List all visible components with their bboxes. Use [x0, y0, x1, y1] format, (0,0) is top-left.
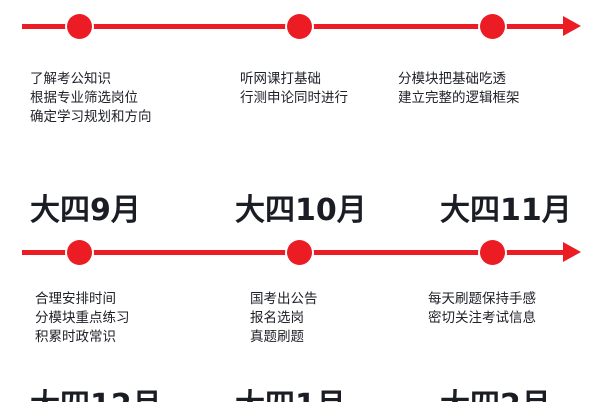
caption-line: 积累时政常识: [35, 329, 116, 345]
caption-line: 确定学习规划和方向: [30, 109, 152, 125]
timeline-node-dot: [480, 14, 505, 39]
period-heading: 大四1月: [235, 386, 346, 402]
timeline-node-dot: [287, 240, 312, 265]
period-heading: 大四10月: [235, 193, 367, 228]
caption-block: 合理安排时间 分模块重点练习 积累时政常识: [35, 290, 130, 347]
caption-line: 国考出公告: [250, 291, 318, 307]
caption-line: 了解考公知识: [30, 71, 111, 87]
timeline-node-dot: [67, 240, 92, 265]
caption-group-top: 了解考公知识 根据专业筛选岗位 确定学习规划和方向 听网课打基础 行测申论同时进…: [0, 70, 600, 140]
heading-group-bottom-clipped: 大四12月 大四1月 大四2月: [0, 386, 600, 402]
timeline-node-dot: [67, 14, 92, 39]
caption-block: 每天刷题保持手感 密切关注考试信息: [428, 290, 536, 328]
caption-group-middle: 合理安排时间 分模块重点练习 积累时政常识 国考出公告 报名选岗 真题刷题 每天…: [0, 290, 600, 360]
caption-block: 听网课打基础 行测申论同时进行: [240, 70, 348, 108]
timeline-arrow-head-icon: [563, 16, 581, 36]
caption-line: 每天刷题保持手感: [428, 291, 536, 307]
caption-block: 国考出公告 报名选岗 真题刷题: [250, 290, 318, 347]
timeline-arrow-row-middle: [0, 232, 600, 272]
heading-group-middle: 大四9月 大四10月 大四11月: [0, 185, 600, 231]
timeline-node-dot: [480, 240, 505, 265]
timeline-node-dot: [287, 14, 312, 39]
caption-line: 密切关注考试信息: [428, 310, 536, 326]
caption-line: 听网课打基础: [240, 71, 321, 87]
caption-line: 行测申论同时进行: [240, 90, 348, 106]
timeline-arrow-head-icon: [563, 242, 581, 262]
caption-line: 报名选岗: [250, 310, 304, 326]
caption-line: 根据专业筛选岗位: [30, 90, 138, 106]
caption-line: 分模块把基础吃透: [398, 71, 506, 87]
caption-line: 真题刷题: [250, 329, 304, 345]
caption-block: 了解考公知识 根据专业筛选岗位 确定学习规划和方向: [30, 70, 152, 127]
caption-line: 建立完整的逻辑框架: [398, 90, 520, 106]
period-heading: 大四11月: [440, 193, 572, 228]
period-heading: 大四2月: [440, 386, 551, 402]
caption-line: 分模块重点练习: [35, 310, 130, 326]
caption-block: 分模块把基础吃透 建立完整的逻辑框架: [398, 70, 520, 108]
period-heading: 大四9月: [30, 193, 141, 228]
caption-line: 合理安排时间: [35, 291, 116, 307]
period-heading: 大四12月: [30, 386, 162, 402]
timeline-arrow-row-top: [0, 6, 600, 46]
